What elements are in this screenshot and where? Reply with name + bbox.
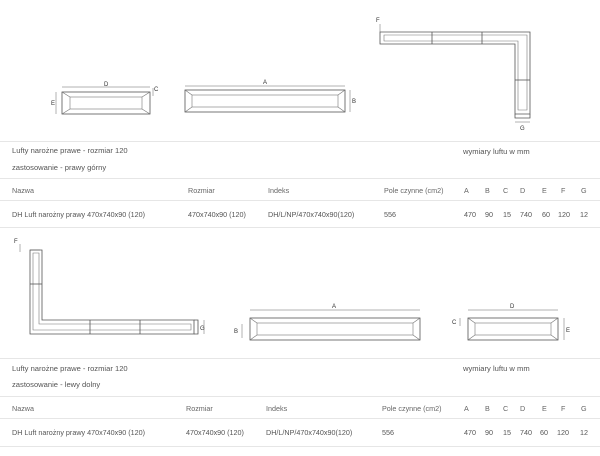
svg-text:A: A: [263, 80, 267, 86]
side-view-cde-drawing-2: D C E: [452, 304, 570, 341]
svg-text:F: F: [14, 239, 18, 245]
cell-name: DH Luft narożny prawy 470x740x90 (120): [12, 428, 146, 437]
cell-b: 90: [485, 428, 493, 437]
header-e: E: [542, 404, 547, 413]
divider: [0, 178, 600, 179]
cell-a: 470: [464, 428, 476, 437]
header-b: B: [485, 186, 490, 195]
divider: [0, 227, 600, 228]
header-a: A: [464, 404, 469, 413]
cell-name: DH Luft narożny prawy 470x740x90 (120): [12, 210, 146, 219]
cell-index: DH/L/NP/470x740x90(120): [268, 210, 355, 219]
header-index: Indeks: [266, 404, 288, 413]
svg-text:E: E: [566, 328, 570, 334]
divider: [0, 200, 600, 201]
section2-dims-note: wymiary luftu w mm: [463, 364, 530, 373]
header-c: C: [503, 404, 509, 413]
header-g: G: [581, 186, 587, 195]
svg-text:C: C: [452, 320, 457, 326]
cell-area: 556: [382, 428, 394, 437]
svg-text:B: B: [234, 329, 238, 335]
cell-b: 90: [485, 210, 493, 219]
corner-top-right-drawing: F G: [376, 18, 531, 132]
header-area: Pole czynne (cm2): [382, 404, 442, 413]
header-size: Rozmiar: [188, 186, 215, 195]
cell-g: 12: [580, 428, 588, 437]
cell-area: 556: [384, 210, 396, 219]
cell-e: 60: [540, 428, 548, 437]
cell-c: 15: [503, 210, 511, 219]
svg-text:C: C: [154, 87, 159, 93]
header-d: D: [520, 186, 526, 195]
front-view-a-drawing: A B: [184, 80, 356, 113]
side-view-d-drawing: D E C: [51, 82, 159, 115]
section1-title: Lufty narożne prawe - rozmiar 120: [12, 146, 128, 155]
header-f: F: [561, 186, 566, 195]
corner-bottom-left-drawing: F G: [14, 239, 205, 335]
svg-text:G: G: [200, 326, 205, 332]
cell-size: 470x740x90 (120): [186, 428, 244, 437]
svg-text:E: E: [51, 101, 55, 107]
section2-title: Lufty narożne prawe - rozmiar 120: [12, 364, 128, 373]
header-index: Indeks: [268, 186, 290, 195]
front-view-ab-drawing-2: A B: [234, 304, 421, 341]
header-f: F: [561, 404, 566, 413]
header-e: E: [542, 186, 547, 195]
cell-g: 12: [580, 210, 588, 219]
section1-application: zastosowanie - prawy górny: [12, 163, 107, 172]
cell-e: 60: [542, 210, 550, 219]
header-d: D: [520, 404, 526, 413]
header-area: Pole czynne (cm2): [384, 186, 444, 195]
cell-f: 120: [557, 428, 569, 437]
cell-index: DH/L/NP/470x740x90(120): [266, 428, 353, 437]
header-b: B: [485, 404, 490, 413]
header-size: Rozmiar: [186, 404, 213, 413]
svg-text:G: G: [520, 126, 525, 132]
cell-size: 470x740x90 (120): [188, 210, 246, 219]
svg-text:A: A: [332, 304, 336, 310]
divider: [0, 396, 600, 397]
section1-dims-note: wymiary luftu w mm: [463, 147, 530, 156]
cell-a: 470: [464, 210, 476, 219]
header-a: A: [464, 186, 469, 195]
cell-d: 740: [520, 210, 532, 219]
divider: [0, 418, 600, 419]
header-c: C: [503, 186, 509, 195]
section2-application: zastosowanie - lewy dolny: [12, 380, 101, 389]
divider: [0, 358, 600, 359]
header-name: Nazwa: [12, 186, 34, 195]
svg-text:F: F: [376, 18, 380, 24]
divider: [0, 141, 600, 142]
cell-d: 740: [520, 428, 532, 437]
svg-text:D: D: [104, 82, 109, 88]
cell-c: 15: [503, 428, 511, 437]
header-g: G: [581, 404, 587, 413]
svg-text:B: B: [352, 99, 356, 105]
svg-text:D: D: [510, 304, 515, 310]
header-name: Nazwa: [12, 404, 34, 413]
divider: [0, 446, 600, 447]
cell-f: 120: [558, 210, 570, 219]
